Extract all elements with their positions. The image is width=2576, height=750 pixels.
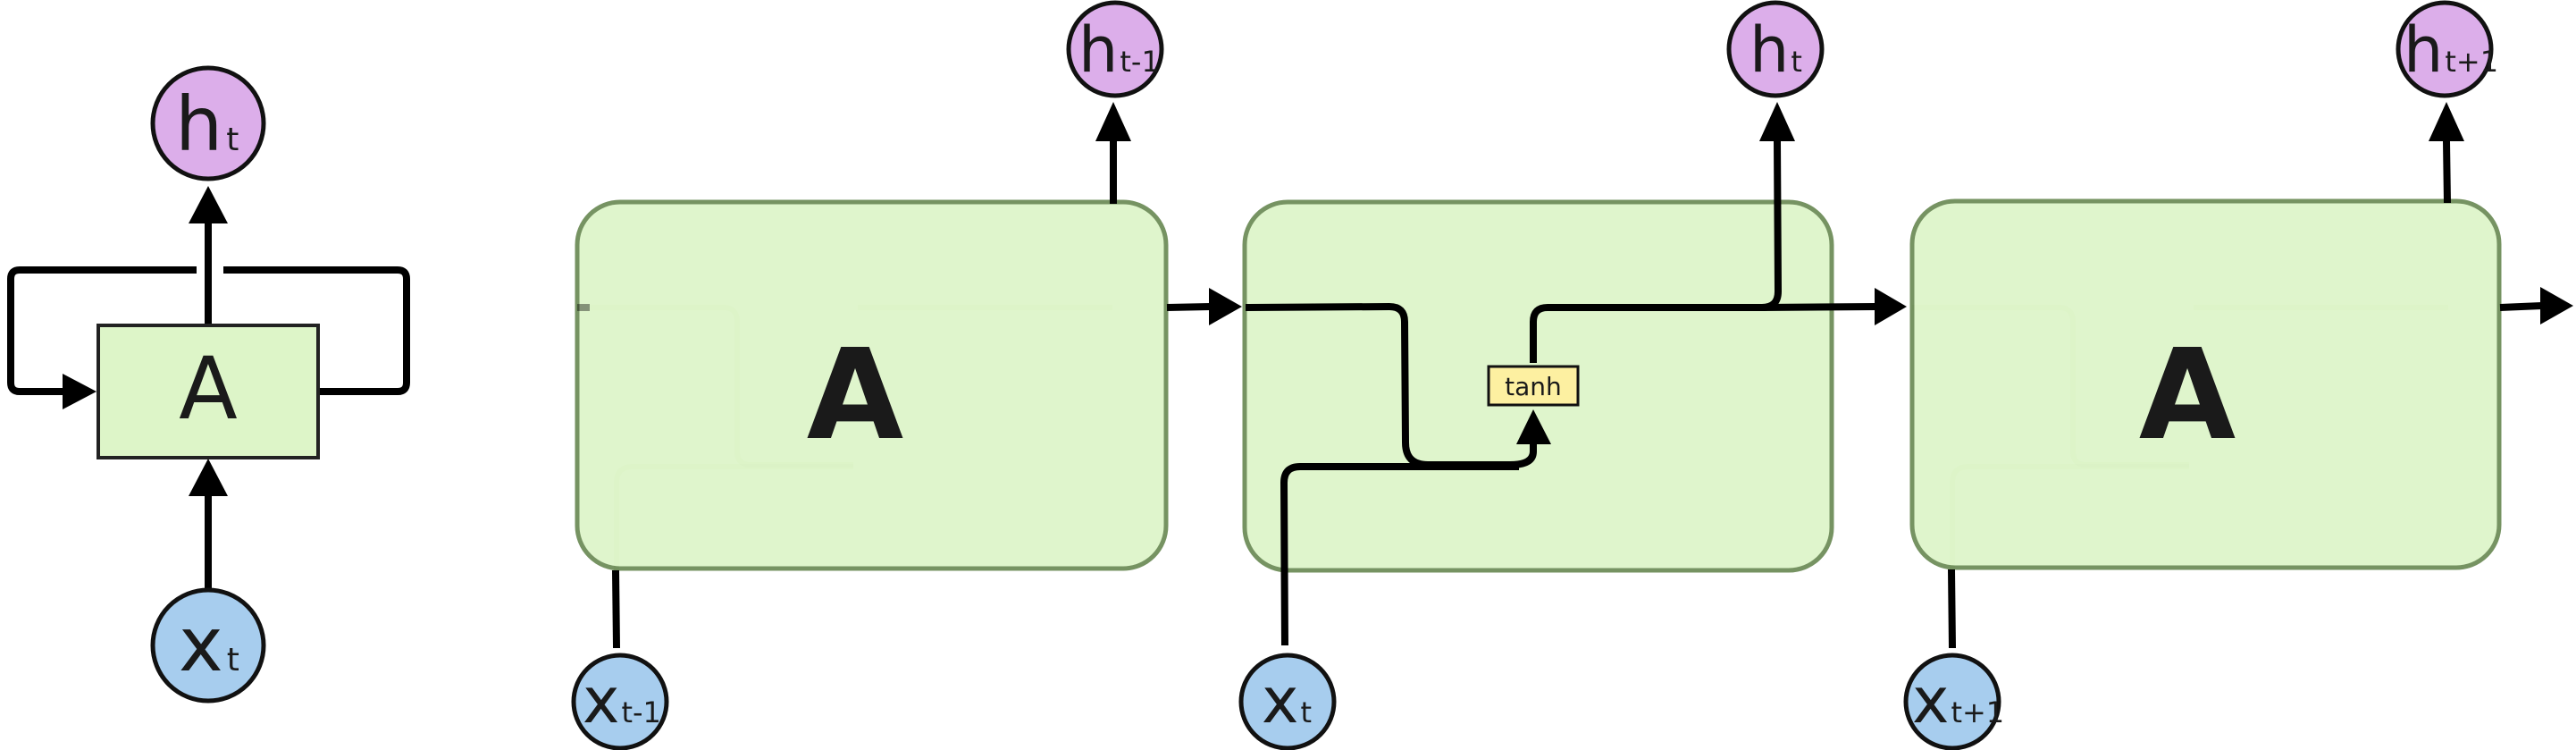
arrowhead	[189, 459, 228, 496]
arrowhead	[1209, 288, 1242, 325]
tanh-label: tanh	[1505, 372, 1562, 401]
input-node	[571, 653, 669, 750]
input-node-label: xt-1	[583, 664, 661, 737]
arrowhead	[1095, 102, 1131, 141]
arrowhead	[189, 186, 228, 223]
state-wire	[1166, 303, 1212, 311]
input-node	[1903, 653, 2001, 750]
output-node-label: ht-1	[1078, 13, 1160, 87]
output-node	[2396, 0, 2494, 98]
state-in-wire	[1245, 303, 1537, 468]
unrolled-cell-3: A ht+1 xt+1	[1903, 0, 2573, 750]
arrowhead	[2429, 102, 2464, 141]
output-node-label: ht	[1749, 13, 1802, 87]
loop-wire-left	[7, 266, 197, 395]
arrowhead	[2540, 287, 2573, 324]
rolled-cell	[96, 324, 320, 459]
unrolled-cell-1: A ht-1 xt-1	[571, 0, 1242, 750]
arrowhead	[63, 374, 96, 409]
output-wire	[2443, 140, 2451, 204]
cell-box	[1909, 198, 2502, 570]
cell-label: A	[2139, 323, 2236, 468]
input-wire	[1948, 569, 1956, 649]
output-node-label: ht+1	[2404, 13, 2498, 87]
tanh-output-wire	[1530, 140, 1782, 363]
output-node	[1066, 0, 1164, 98]
cell-label: A	[807, 323, 903, 468]
arrowhead	[1875, 288, 1907, 325]
cell-box	[575, 199, 1169, 571]
tanh-box	[1487, 365, 1580, 407]
loop-wire-right	[223, 266, 410, 395]
output-node	[1726, 0, 1825, 98]
arrowhead	[1516, 409, 1551, 444]
unrolled-rnn: A ht-1 xt-1 tanh ht	[571, 0, 2573, 750]
input-node-label: xt+1	[1912, 664, 2004, 737]
output-node-ht	[150, 65, 266, 181]
input-wire	[1280, 463, 1519, 646]
state-out-wire	[1761, 303, 1877, 311]
input-node-label: xt	[1262, 664, 1312, 737]
input-wire	[612, 569, 620, 649]
state-wire	[2499, 302, 2543, 311]
input-node	[1238, 653, 1337, 750]
unrolled-cell-2: tanh ht xt	[1238, 0, 1907, 750]
cell-label: A	[179, 339, 238, 439]
arrowhead	[1759, 102, 1795, 141]
input-node-xt	[150, 587, 266, 704]
